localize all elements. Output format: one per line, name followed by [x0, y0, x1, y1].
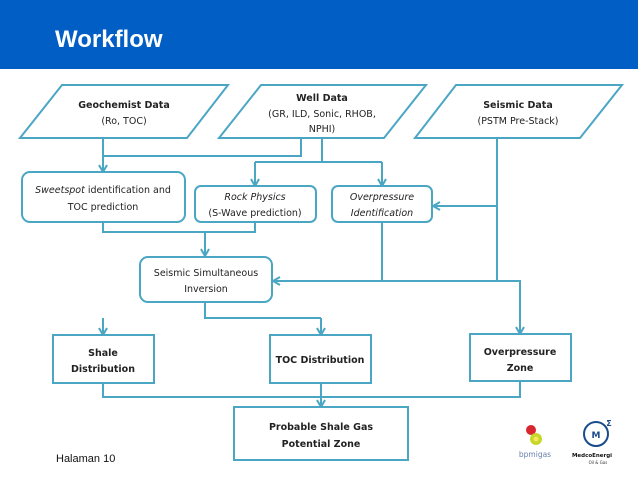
medco-energi-logo: M Σ MedcoEnergi Oil & Gas — [572, 419, 612, 465]
inversion-line2: Inversion — [184, 284, 228, 295]
line-sweet-rock-join — [102, 222, 256, 233]
node-geochemist-data: Geochemist Data (Ro, TOC) — [17, 84, 231, 139]
svg-text:Oil & Gas: Oil & Gas — [589, 460, 608, 465]
node-probable-shale-gas: Probable Shale Gas Potential Zone — [233, 406, 409, 461]
sweetspot-line1: Sweetspot identification and — [35, 185, 171, 196]
node-seismic-data: Seismic Data (PSTM Pre-Stack) — [412, 84, 625, 139]
node-well-data: Well Data (GR, ILD, Sonic, RHOB, NPHI) — [216, 84, 429, 139]
node-overpressure-identification: Overpressure Identification — [331, 185, 433, 223]
overid-line2: Identification — [351, 208, 413, 219]
inversion-line1: Seismic Simultaneous — [154, 268, 258, 279]
header-bar — [0, 0, 638, 69]
node-sweetspot: Sweetspot identification and TOC predict… — [21, 171, 186, 223]
overid-line1: Overpressure — [350, 192, 414, 203]
svg-text:MedcoEnergi: MedcoEnergi — [572, 453, 612, 459]
well-sub2: NPHI) — [309, 124, 336, 135]
well-title: Well Data — [296, 93, 348, 104]
probable-line1: Probable Shale Gas — [269, 422, 373, 433]
seismic-sub: (PSTM Pre-Stack) — [477, 116, 558, 127]
line-results-join — [102, 381, 521, 398]
toc-line1: TOC Distribution — [276, 355, 365, 366]
slide-title: Workflow — [55, 26, 163, 53]
page-number: Halaman 10 — [56, 453, 116, 465]
shale-line2: Distribution — [71, 364, 135, 375]
arrow-seismic-overzone — [497, 280, 520, 334]
geochemist-sub: (Ro, TOC) — [101, 116, 146, 127]
overzone-line1: Overpressure — [484, 347, 557, 358]
connectors — [103, 137, 520, 407]
svg-text:bpmigas: bpmigas — [519, 450, 551, 459]
geochemist-title: Geochemist Data — [78, 100, 170, 111]
node-rock-physics: Rock Physics (S-Wave prediction) — [194, 185, 317, 223]
svg-text:Σ: Σ — [606, 419, 611, 428]
line-well-sweetspot — [103, 137, 302, 157]
node-shale-distribution: Shale Distribution — [52, 334, 155, 384]
overzone-line2: Zone — [507, 363, 534, 374]
node-toc-distribution: TOC Distribution — [269, 334, 372, 384]
probable-line2: Potential Zone — [282, 439, 361, 450]
rock-line2: (S-Wave prediction) — [208, 208, 301, 219]
rock-line1: Rock Physics — [224, 192, 285, 203]
svg-text:M: M — [592, 431, 601, 441]
shale-line1: Shale — [88, 348, 118, 359]
seismic-title: Seismic Data — [483, 100, 553, 111]
node-overpressure-zone: Overpressure Zone — [469, 333, 572, 382]
node-seismic-inversion: Seismic Simultaneous Inversion — [139, 256, 273, 303]
bpmigas-logo: bpmigas — [519, 425, 551, 459]
well-sub1: (GR, ILD, Sonic, RHOB, — [268, 109, 376, 120]
sweetspot-line2: TOC prediction — [67, 202, 139, 213]
line-inversion-split — [204, 302, 321, 319]
